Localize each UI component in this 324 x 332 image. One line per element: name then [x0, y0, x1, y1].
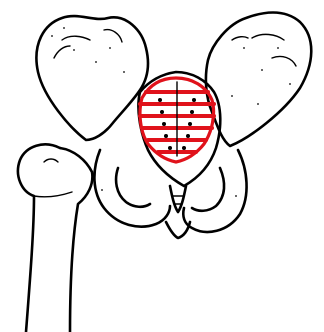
left-ilium [36, 16, 148, 140]
left-femur [18, 144, 92, 332]
right-pubic-ring [183, 150, 246, 232]
left-pubic-ring [94, 150, 170, 227]
right-ilium [206, 13, 311, 147]
stipple-texture [51, 27, 291, 197]
